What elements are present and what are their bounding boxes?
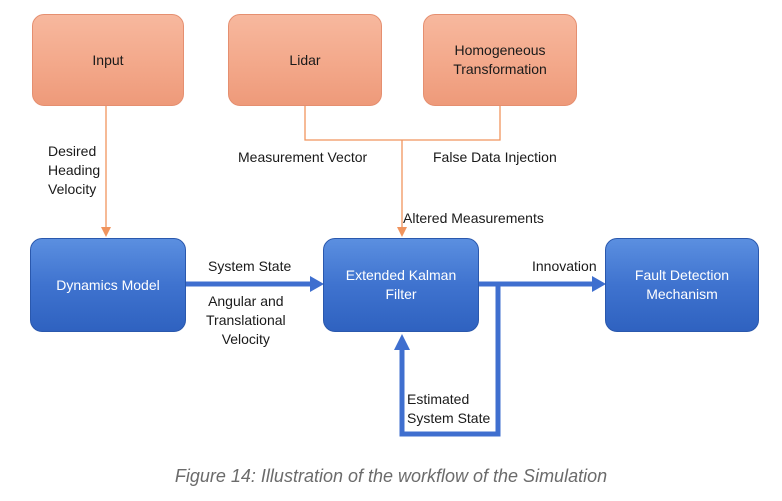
angular-translational-velocity-label: Angular and Translational Velocity [206,293,286,347]
lidar-node: Lidar [228,14,382,106]
arrowhead-dynamics-to-ekf [310,276,324,292]
estimated-system-state-label: Estimated System State [407,391,491,426]
extended-kalman-filter-label: Extended Kalman Filter [345,267,457,302]
lidar-node-label: Lidar [289,51,321,68]
input-node-label: Input [92,51,124,68]
measurement-vector-label: Measurement Vector [238,149,368,165]
homogeneous-transformation-label: Homogeneous Transformation [453,42,547,77]
fault-detection-node: Fault Detection Mechanism [605,238,759,332]
altered-measurements-label: Altered Measurements [403,210,544,226]
input-node: Input [32,14,184,106]
dynamics-model-node: Dynamics Model [30,238,186,332]
extended-kalman-filter-node: Extended Kalman Filter [323,238,479,332]
edge-feedback-loop [399,284,501,437]
dynamics-model-label: Dynamics Model [56,276,160,293]
edge-lidar-homogeneous-join [304,105,501,141]
fault-detection-label: Fault Detection Mechanism [634,267,730,302]
arrowhead-feedback-loop [394,334,410,350]
homogeneous-transformation-node: Homogeneous Transformation [423,14,577,106]
false-data-injection-label: False Data Injection [433,149,557,165]
system-state-label: System State [208,258,292,274]
innovation-label: Innovation [532,258,597,274]
arrowhead-ekf-to-fault [592,276,606,292]
figure-caption: Figure 14: Illustration of the workflow … [174,466,608,486]
desired-heading-velocity-label: Desired Heading Velocity [48,143,101,197]
